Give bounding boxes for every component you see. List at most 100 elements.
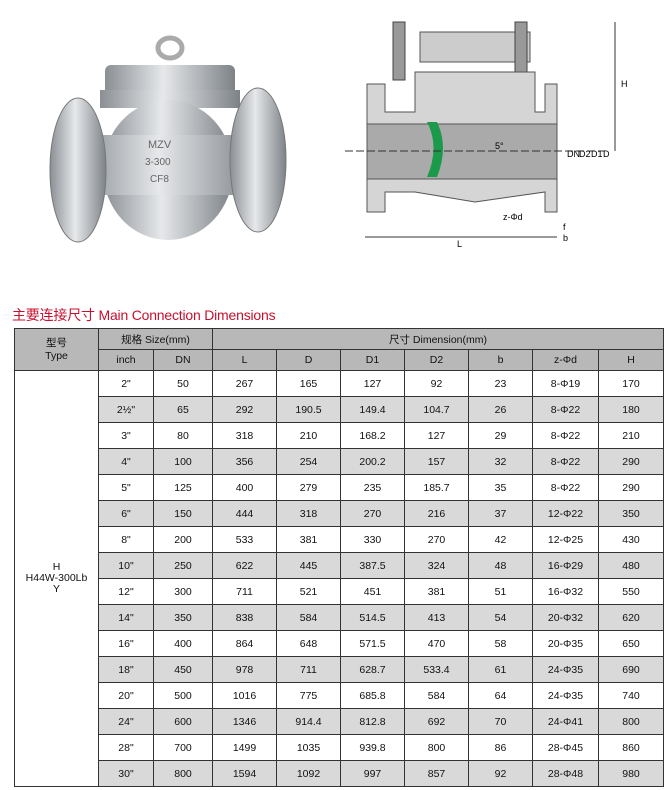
cell-dn: 800 (153, 760, 213, 787)
cell-dn: 400 (153, 630, 213, 657)
cell-inch: 8" (98, 526, 154, 553)
cell-d1: 451 (340, 578, 405, 605)
cell-d2: 92 (404, 370, 469, 397)
cell-h: 980 (597, 760, 665, 787)
cell-b: 32 (468, 448, 533, 475)
cell-zd: 8-Φ22 (532, 448, 599, 475)
cell-d1: 127 (340, 370, 405, 397)
cell-zd: 8-Φ19 (532, 370, 599, 397)
cell-d1: 330 (340, 526, 405, 553)
column-header-8: H (597, 349, 665, 371)
column-header-3: D (276, 349, 341, 371)
column-header-7: z-Φd (532, 349, 599, 371)
cell-dn: 125 (153, 474, 213, 501)
label-DN: DN (567, 149, 580, 159)
type-type-top: H (52, 561, 61, 573)
cell-d2: 584 (404, 682, 469, 709)
cell-d1: 812.8 (340, 708, 405, 735)
cell-h: 290 (597, 448, 665, 475)
type-type-bottom: Y (52, 583, 60, 595)
section-title: 主要连接尺寸 Main Connection Dimensions (12, 307, 276, 323)
cell-h: 350 (597, 500, 665, 527)
label-H: H (621, 79, 628, 89)
cell-d2: 800 (404, 734, 469, 761)
cell-d: 521 (276, 578, 341, 605)
cell-d2: 185.7 (404, 474, 469, 501)
cell-zd: 24-Φ35 (532, 682, 599, 709)
cell-d: 775 (276, 682, 341, 709)
cell-d1: 685.8 (340, 682, 405, 709)
cell-d2: 216 (404, 500, 469, 527)
cell-d: 445 (276, 552, 341, 579)
cell-l: 864 (212, 630, 277, 657)
label-L: L (457, 239, 462, 249)
cell-d2: 157 (404, 448, 469, 475)
cell-dn: 250 (153, 552, 213, 579)
cell-h: 690 (597, 656, 665, 683)
cell-b: 42 (468, 526, 533, 553)
cell-d2: 270 (404, 526, 469, 553)
cell-dn: 65 (153, 396, 213, 423)
cell-zd: 12-Φ25 (532, 526, 599, 553)
cell-b: 51 (468, 578, 533, 605)
label-D2: D2 (579, 149, 591, 159)
cell-d: 279 (276, 474, 341, 501)
type-header: 型号 Type (14, 328, 99, 371)
cell-d2: 533.4 (404, 656, 469, 683)
cell-b: 70 (468, 708, 533, 735)
cell-dn: 150 (153, 500, 213, 527)
cell-b: 37 (468, 500, 533, 527)
cell-dn: 80 (153, 422, 213, 449)
cell-inch: 6" (98, 500, 154, 527)
cell-h: 860 (597, 734, 665, 761)
cell-b: 61 (468, 656, 533, 683)
cell-h: 740 (597, 682, 665, 709)
cell-d1: 168.2 (340, 422, 405, 449)
cell-d: 711 (276, 656, 341, 683)
type-type-value: H44W-300Lb (25, 572, 88, 584)
cell-l: 1346 (212, 708, 277, 735)
column-header-2: L (212, 349, 277, 371)
cell-l: 292 (212, 396, 277, 423)
cell-inch: 2" (98, 370, 154, 397)
cell-zd: 8-Φ22 (532, 474, 599, 501)
cell-h: 480 (597, 552, 665, 579)
cell-dn: 300 (153, 578, 213, 605)
type-header-cn: 型号 (46, 336, 67, 349)
cell-inch: 20" (98, 682, 154, 709)
cell-inch: 4" (98, 448, 154, 475)
label-D1: D1 (591, 149, 603, 159)
cell-l: 267 (212, 370, 277, 397)
cell-b: 23 (468, 370, 533, 397)
cell-dn: 500 (153, 682, 213, 709)
cell-inch: 30" (98, 760, 154, 787)
cell-d2: 104.7 (404, 396, 469, 423)
cell-d2: 413 (404, 604, 469, 631)
dimensions-table: 型号 Type 规格 Size(mm) 尺寸 Dimension(mm) inc… (14, 328, 665, 787)
cell-dn: 600 (153, 708, 213, 735)
cell-b: 86 (468, 734, 533, 761)
cell-l: 838 (212, 604, 277, 631)
column-header-5: D2 (404, 349, 469, 371)
cell-d2: 470 (404, 630, 469, 657)
cell-inch: 14" (98, 604, 154, 631)
label-D: D (603, 149, 610, 159)
cell-zd: 8-Φ22 (532, 422, 599, 449)
cell-zd: 20-Φ32 (532, 604, 599, 631)
cell-zd: 16-Φ32 (532, 578, 599, 605)
cell-inch: 2½" (98, 396, 154, 423)
label-b: b (563, 233, 568, 243)
cell-dn: 50 (153, 370, 213, 397)
cell-inch: 5" (98, 474, 154, 501)
